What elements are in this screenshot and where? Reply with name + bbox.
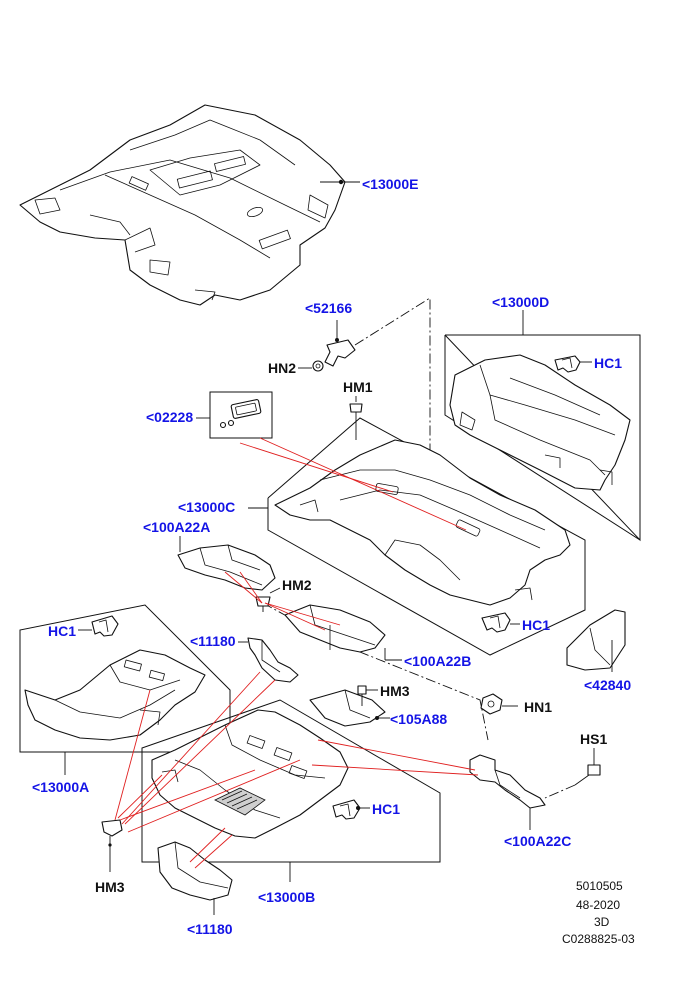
callout-13000E: <13000E: [320, 176, 418, 192]
nut-HN1: HN1: [480, 693, 552, 715]
part-42840: <42840: [566, 609, 631, 693]
callout-label: HC1: [48, 623, 76, 639]
clip-HC1-d: HC1: [554, 355, 622, 373]
callout-label: <52166: [305, 300, 352, 316]
callout-label: <42840: [584, 677, 631, 693]
bracket-100A22B: <100A22B: [284, 604, 471, 669]
reference-line-3: 3D: [594, 915, 610, 929]
group-box-02228: <02228: [146, 391, 273, 439]
group-box-13000B: <13000B: [141, 699, 441, 905]
part-11180-top: <11180: [190, 633, 299, 683]
callout-label: <13000A: [32, 779, 89, 795]
clip-HC1-a: HC1: [48, 615, 119, 639]
callout-label: <02228: [146, 409, 193, 425]
part-11180-bottom: <11180: [157, 841, 233, 937]
callout-label: HN1: [524, 699, 552, 715]
callout-label: HM3: [95, 879, 125, 895]
callout-label: HM2: [282, 577, 312, 593]
callout-label: <100A22A: [143, 519, 210, 535]
reference-line-4: C0288825-03: [562, 932, 635, 946]
reference-line-2: 48-2020: [576, 898, 620, 912]
reference-line-1: 5010505: [576, 879, 623, 893]
callout-label: <100A22C: [504, 833, 571, 849]
clip-HM3-bottom: HM3: [95, 819, 125, 895]
screw-HS1: HS1: [544, 731, 607, 799]
callout-label: <100A22B: [404, 653, 471, 669]
nut-HN2: HN2: [268, 360, 324, 376]
callout-label: HM1: [343, 379, 373, 395]
group-box-13000A: <13000A: [19, 604, 231, 795]
reference-block: 5010505 48-2020 3D C0288825-03: [562, 879, 635, 946]
bracket-100A22C: <100A22C: [469, 754, 571, 849]
callout-label: <13000D: [492, 294, 549, 310]
bracket-100A22A: <100A22A: [143, 519, 276, 591]
callout-label: HC1: [372, 801, 400, 817]
plate-105A88: <105A88: [309, 689, 447, 727]
group-box-13000D: <13000D: [444, 294, 641, 542]
callout-label: <105A88: [390, 711, 447, 727]
carpet-13000E: [19, 104, 346, 306]
callout-label: HN2: [268, 360, 296, 376]
callout-label: HS1: [580, 731, 607, 747]
callout-label: <13000B: [258, 889, 315, 905]
callout-label: HC1: [522, 617, 550, 633]
callout-label: HM3: [380, 683, 410, 699]
callout-label: <13000C: [178, 499, 235, 515]
fastener-HM1: HM1: [343, 379, 373, 440]
clip-HC1-b: HC1: [332, 799, 400, 820]
callout-label: HC1: [594, 355, 622, 371]
bracket-52166: <52166: [305, 300, 356, 367]
red-leader-lines: [114, 437, 479, 869]
clip-HC1-c: HC1: [481, 612, 550, 633]
callout-label: <11180: [190, 633, 236, 649]
fastener-HM3-top: HM3: [357, 683, 410, 706]
callout-label: <13000E: [362, 176, 418, 192]
callout-label: <11180: [187, 921, 233, 937]
group-box-13000C: <13000C: [178, 417, 586, 656]
